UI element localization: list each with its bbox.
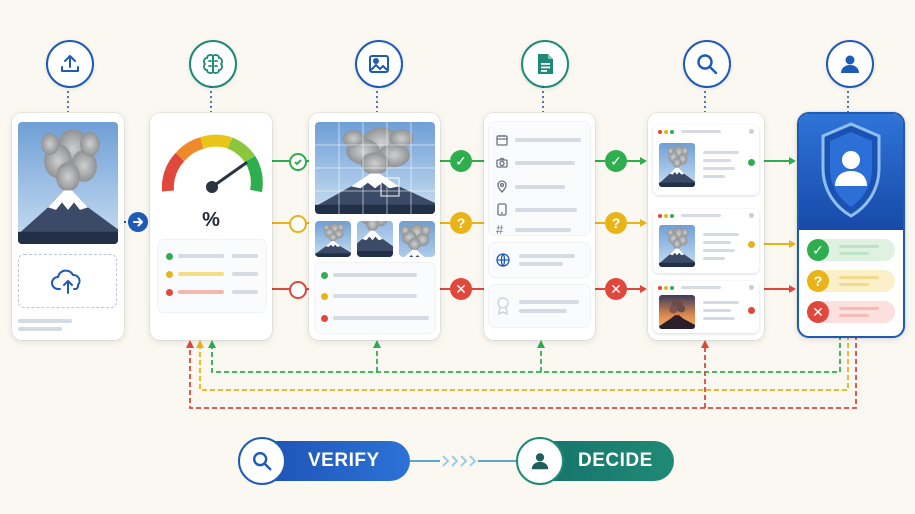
brain-icon[interactable] bbox=[189, 40, 237, 88]
fail-ring-icon bbox=[289, 281, 307, 299]
next-step-arrow-icon bbox=[128, 212, 148, 232]
shield-header bbox=[799, 114, 903, 230]
crop-thumbnail-2 bbox=[357, 221, 393, 257]
x-icon: ✕ bbox=[807, 301, 829, 323]
metadata-card: # bbox=[484, 113, 595, 340]
upload-card bbox=[12, 113, 124, 340]
false-result-bar: ✕ bbox=[807, 301, 895, 323]
verify-button[interactable]: VERIFY bbox=[238, 437, 410, 485]
search-icon bbox=[238, 437, 286, 485]
search-result[interactable] bbox=[653, 125, 759, 195]
question-icon: ? bbox=[807, 270, 829, 292]
award-badge-icon bbox=[497, 297, 509, 316]
gauge-percent-symbol: % bbox=[202, 209, 220, 231]
decide-label: DECIDE bbox=[578, 450, 653, 471]
hash-symbol: # bbox=[496, 222, 504, 237]
cloud-upload-icon bbox=[50, 269, 80, 294]
score-list bbox=[158, 240, 266, 312]
location-pin-icon bbox=[497, 180, 507, 193]
pending-ring-icon bbox=[289, 215, 307, 233]
confidence-gauge bbox=[161, 134, 263, 193]
ai-analysis-card: % bbox=[150, 113, 272, 340]
camera-icon bbox=[496, 157, 508, 168]
check-ring-icon bbox=[289, 153, 307, 171]
user-icon bbox=[516, 437, 564, 485]
search-icon[interactable] bbox=[683, 40, 731, 88]
search-result[interactable] bbox=[653, 281, 759, 333]
phone-icon bbox=[497, 203, 507, 216]
analyzed-volcano-photo bbox=[315, 122, 435, 214]
search-results-card bbox=[648, 113, 764, 340]
certificate-row bbox=[489, 285, 590, 327]
verify-label: VERIFY bbox=[308, 450, 380, 471]
decision-card: ✓ ? ✕ bbox=[797, 112, 905, 338]
image-icon[interactable] bbox=[355, 40, 403, 88]
question-icon: ? bbox=[605, 212, 627, 234]
question-icon: ? bbox=[450, 212, 472, 234]
x-icon: ✕ bbox=[450, 278, 472, 300]
uploaded-volcano-photo bbox=[18, 122, 118, 244]
crop-thumbnail-3 bbox=[399, 221, 435, 257]
placeholder-line bbox=[18, 319, 72, 323]
uncertain-result-bar: ? bbox=[807, 270, 895, 292]
document-icon[interactable] bbox=[521, 40, 569, 88]
web-source-row bbox=[489, 243, 590, 277]
upload-dropzone[interactable] bbox=[18, 254, 117, 308]
check-icon: ✓ bbox=[450, 150, 472, 172]
finding-list bbox=[315, 263, 435, 333]
globe-icon bbox=[496, 253, 510, 267]
crop-thumbnail-1 bbox=[315, 221, 351, 257]
user-icon[interactable] bbox=[826, 40, 874, 88]
calendar-icon bbox=[496, 135, 508, 146]
placeholder-line bbox=[18, 327, 62, 331]
upload-icon[interactable] bbox=[46, 40, 94, 88]
verified-result-bar: ✓ bbox=[807, 239, 895, 261]
decide-button[interactable]: DECIDE bbox=[516, 437, 674, 485]
metadata-fields: # bbox=[489, 122, 590, 237]
check-icon: ✓ bbox=[605, 150, 627, 172]
shield-user-icon bbox=[821, 122, 881, 218]
x-icon: ✕ bbox=[605, 278, 627, 300]
search-result[interactable] bbox=[653, 209, 759, 273]
check-icon: ✓ bbox=[807, 239, 829, 261]
image-analysis-card bbox=[309, 113, 440, 340]
